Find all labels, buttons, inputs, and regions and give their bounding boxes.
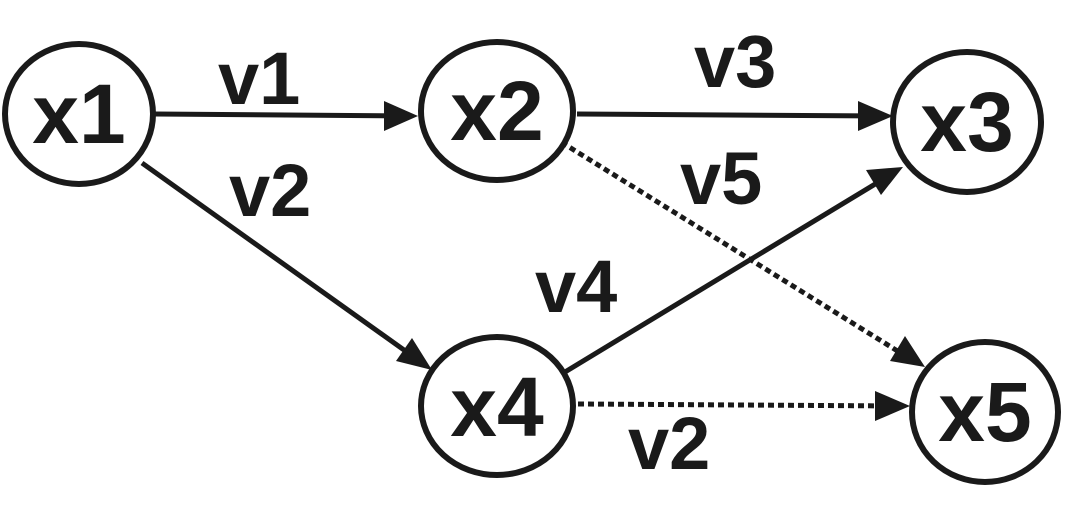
edge-x4-x5 <box>577 401 901 409</box>
node-label-x1: x1 <box>32 67 125 161</box>
arrowhead-x4-x5 <box>875 391 910 421</box>
arrowhead-x1-x2 <box>384 101 418 131</box>
arrowhead-x4-x3 <box>866 167 903 195</box>
node-label-x2: x2 <box>450 64 543 158</box>
edge-label-x1-x2: v1 <box>218 37 300 120</box>
edge-x1-x4 <box>140 160 427 368</box>
node-label-x5: x5 <box>938 365 1031 459</box>
arrowhead-x2-x3 <box>858 101 893 131</box>
node-label-x3: x3 <box>920 75 1013 169</box>
node-x4: x4 <box>418 334 576 478</box>
edge-labels-layer: v1 v3 v2 v4 v5 v2 <box>218 20 776 485</box>
edge-label-x4-x3: v4 <box>535 245 617 328</box>
node-x3: x3 <box>890 49 1044 195</box>
edge-x2-x3 <box>576 111 886 119</box>
arrowhead-x2-x5 <box>890 336 925 367</box>
edge-label-x2-x5: v5 <box>680 137 762 220</box>
edge-x4-x3 <box>563 169 897 375</box>
edge-x2-x5 <box>551 134 914 363</box>
node-label-x4: x4 <box>450 360 544 454</box>
node-x1: x1 <box>2 41 156 187</box>
arrowhead-x1-x4 <box>396 338 432 370</box>
edge-x1-x2 <box>154 111 413 119</box>
edge-label-x4-x5: v2 <box>628 402 710 485</box>
node-x2: x2 <box>418 39 576 183</box>
edge-label-x2-x3: v3 <box>694 20 776 103</box>
edge-label-x1-x4: v2 <box>229 149 311 232</box>
node-x5: x5 <box>909 339 1061 485</box>
edges-layer <box>140 101 925 421</box>
nodes-layer: x1 x2 x3 x4 x5 <box>2 39 1061 485</box>
